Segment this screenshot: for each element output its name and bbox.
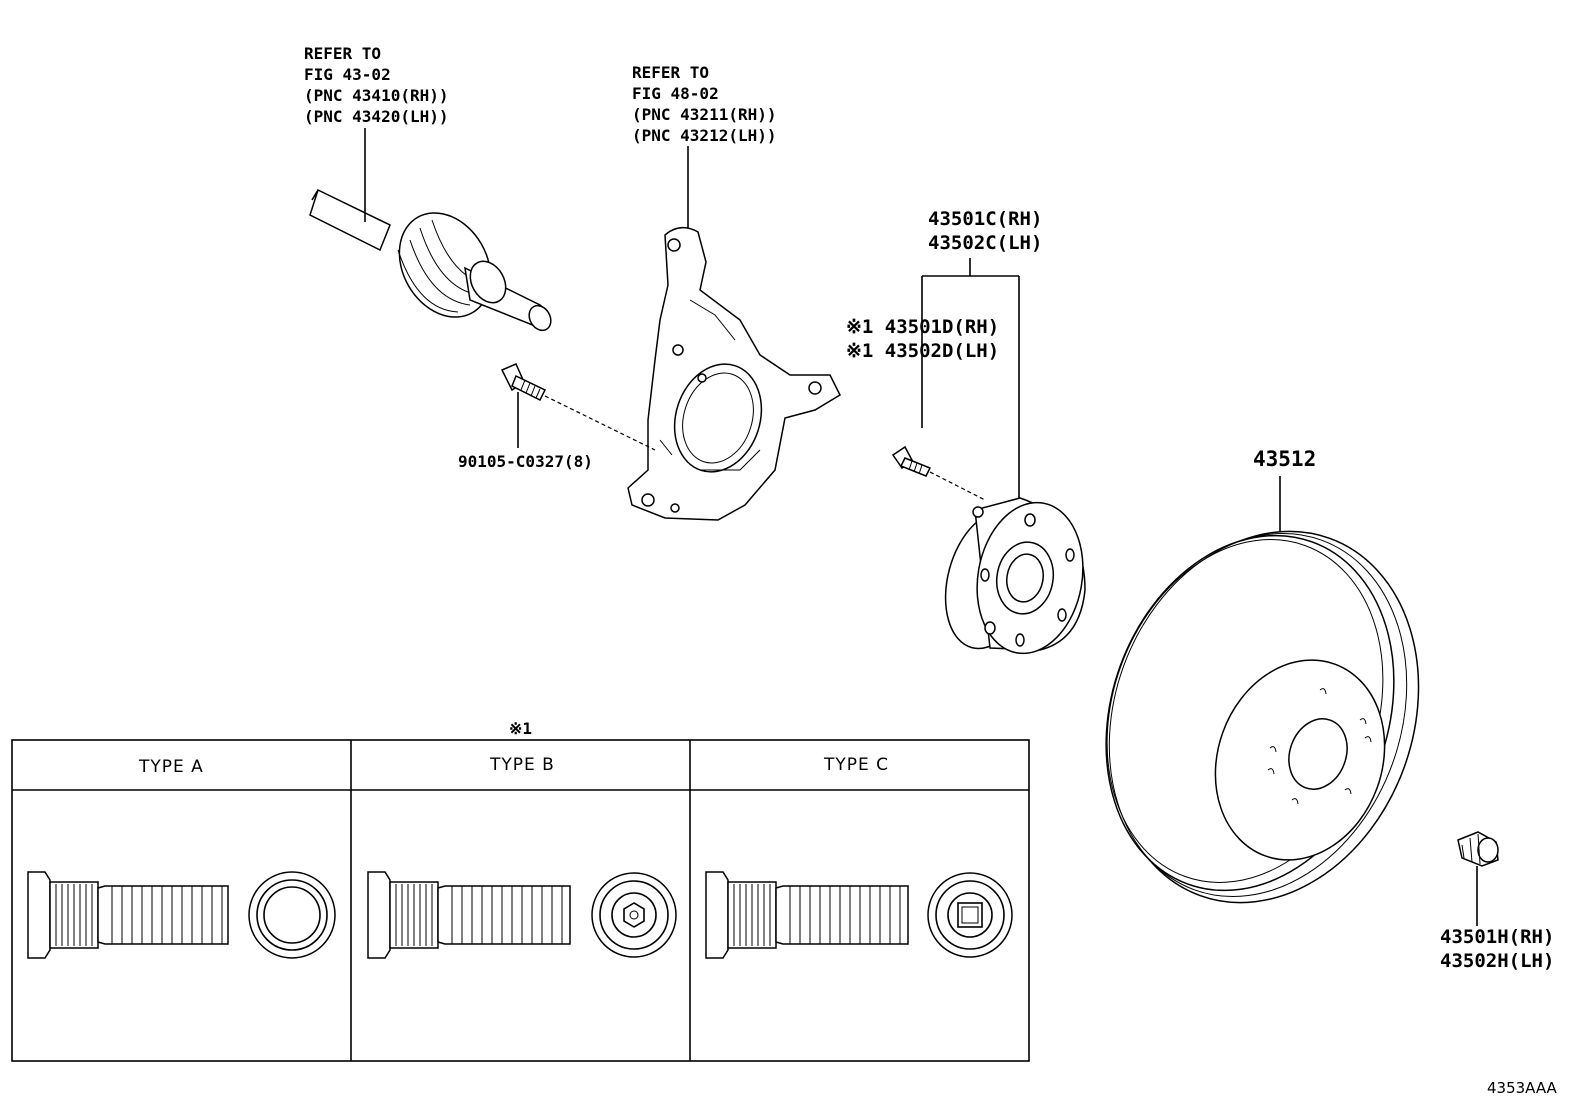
hub-bolt-dashed-line bbox=[929, 471, 986, 501]
knuckle-bolt-label: 90105-C0327(8) bbox=[458, 452, 593, 471]
type-a-header: TYPE A bbox=[138, 757, 204, 777]
type-b-stud-illustration bbox=[367, 871, 677, 959]
type-b-header: TYPE B bbox=[489, 755, 555, 775]
diagram-code: 4353AAA bbox=[1487, 1079, 1558, 1097]
knuckle-bolt-dashed-line bbox=[544, 395, 656, 451]
rotor-label: 43512 bbox=[1253, 447, 1316, 471]
brake-rotor-illustration bbox=[1105, 530, 1420, 904]
hub-assembly-bracket bbox=[921, 258, 1020, 500]
table-note-mark: ※1 bbox=[509, 719, 532, 738]
hub-assembly-callout: 43501C(RH) 43502C(LH) bbox=[928, 208, 1054, 254]
steering-knuckle-illustration bbox=[627, 226, 841, 521]
hub-nut-illustration bbox=[1457, 831, 1499, 867]
hub-bolt-illustration bbox=[891, 445, 932, 477]
drive-shaft-illustration bbox=[309, 188, 552, 332]
type-c-stud-illustration bbox=[705, 871, 1013, 959]
knuckle-callout: REFER TO FIG 48-02 (PNC 43211(RH)) (PNC … bbox=[632, 63, 786, 145]
wheel-hub-illustration bbox=[944, 497, 1086, 655]
type-a-stud-illustration bbox=[27, 871, 336, 959]
knuckle-bolt-illustration bbox=[500, 363, 547, 402]
driveshaft-callout: REFER TO FIG 43-02 (PNC 43410(RH)) (PNC … bbox=[304, 44, 458, 126]
hub-bolt-callout: ※1 43501D(RH) ※1 43502D(LH) bbox=[846, 316, 1011, 362]
type-c-header: TYPE C bbox=[823, 755, 889, 775]
bolt-types-table bbox=[11, 739, 1030, 1062]
nut-callout: 43501H(RH) 43502H(LH) bbox=[1440, 926, 1566, 972]
